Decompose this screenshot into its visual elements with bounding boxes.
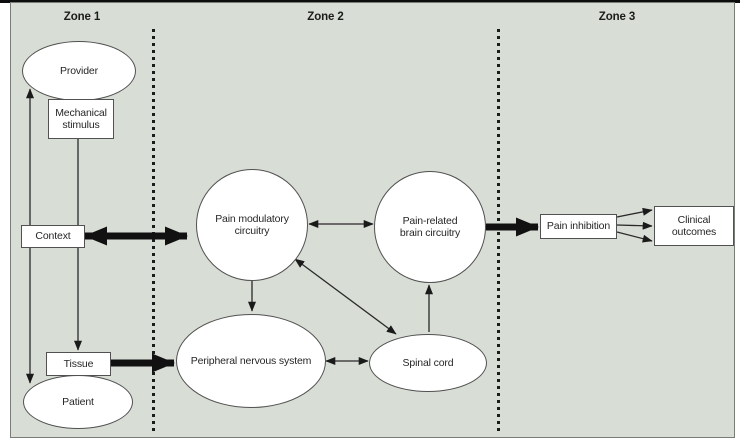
node-pain-inhibition-label: Pain inhibition (546, 220, 611, 233)
node-patient-label: Patient (62, 395, 94, 408)
zone-divider-2-3 (497, 29, 500, 433)
node-mechanical-stimulus: Mechanical stimulus (48, 99, 114, 139)
arrow-pain-modulatory-spinal-cord (294, 258, 397, 335)
node-pain-inhibition: Pain inhibition (540, 214, 617, 239)
node-provider: Provider (22, 41, 136, 101)
zone-3-label: Zone 3 (598, 11, 636, 23)
node-spinal-cord-label: Spinal cord (402, 356, 454, 369)
zone-2-label: Zone 2 (307, 11, 344, 23)
node-clinical-outcomes: Clinical outcomes (654, 206, 734, 246)
arrow-pain-inhibition-clinical-top (616, 207, 653, 218)
arrow-pain-inhibition-clinical-bottom (616, 231, 653, 243)
node-provider-label: Provider (60, 64, 98, 77)
arrow-pain-inhibition-clinical-middle (616, 221, 653, 230)
connector-layer (26, 88, 653, 384)
node-patient: Patient (23, 375, 133, 429)
node-mechanical-stimulus-label: Mechanical stimulus (55, 106, 107, 132)
node-context: Context (21, 225, 85, 248)
node-pain-related-brain-circuitry: Pain-related brain circuitry (374, 171, 486, 283)
zone-1-label: Zone 1 (63, 11, 101, 23)
diagram-panel: Zone 1 Zone 2 Zone 3 Provi (10, 2, 735, 438)
top-rule (0, 0, 740, 3)
node-spinal-cord: Spinal cord (369, 334, 487, 392)
node-peripheral-nervous-system: Peripheral nervous system (176, 314, 326, 408)
node-pain-related-brain-circuitry-label: Pain-related brain circuitry (399, 214, 461, 240)
node-pain-modulatory-circuitry: Pain modulatory circuitry (196, 169, 308, 281)
node-tissue: Tissue (46, 352, 111, 376)
node-clinical-outcomes-label: Clinical outcomes (671, 213, 717, 239)
node-context-label: Context (35, 230, 71, 243)
node-peripheral-nervous-system-label: Peripheral nervous system (190, 354, 312, 367)
node-pain-modulatory-circuitry-label: Pain modulatory circuitry (215, 212, 289, 238)
node-tissue-label: Tissue (63, 357, 94, 370)
